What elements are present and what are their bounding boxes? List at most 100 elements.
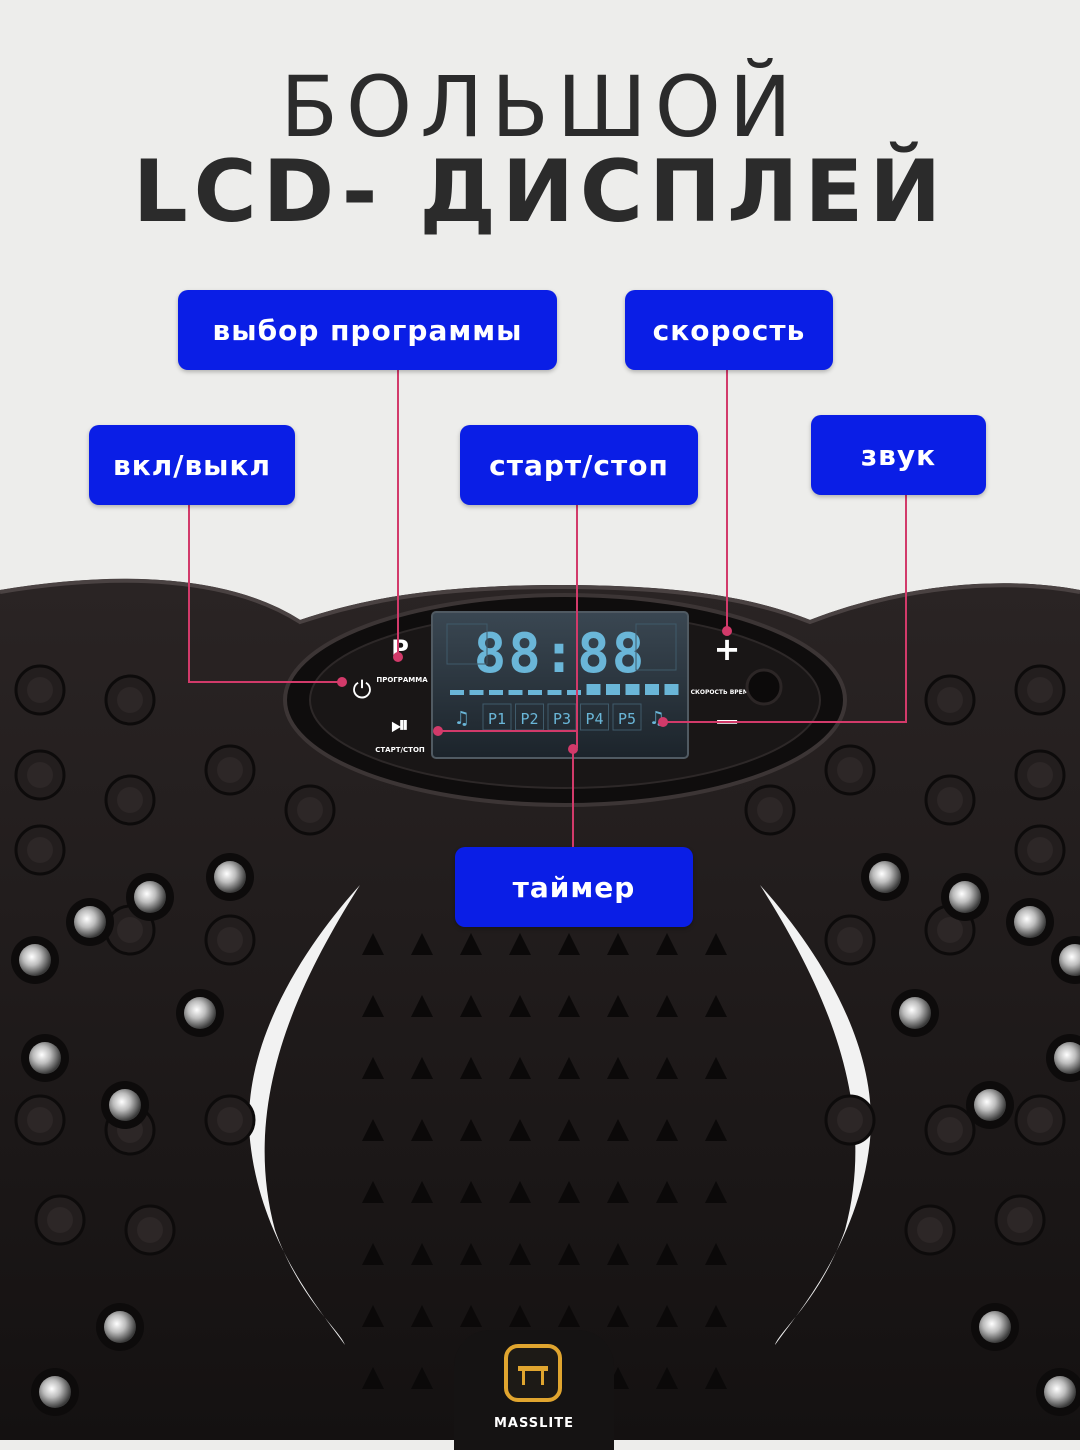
massage-stud-core bbox=[1027, 677, 1053, 703]
vibration-platform-body bbox=[0, 578, 1080, 1440]
lcd-program-p5: P5 bbox=[618, 710, 636, 728]
massage-ball bbox=[29, 1042, 61, 1074]
massage-stud-core bbox=[1007, 1207, 1033, 1233]
massage-stud-core bbox=[1027, 762, 1053, 788]
massage-stud-core bbox=[117, 917, 143, 943]
massage-ball bbox=[109, 1089, 141, 1121]
side-massage-texture bbox=[11, 664, 1080, 1416]
pyramid-bump bbox=[411, 1243, 433, 1265]
lcd-program-box bbox=[612, 703, 642, 731]
pyramid-bump bbox=[362, 1243, 384, 1265]
massage-ball bbox=[979, 1311, 1011, 1343]
pyramid-bump bbox=[607, 1243, 629, 1265]
lcd-program-p3: P3 bbox=[553, 710, 571, 728]
lcd-program-p2: P2 bbox=[520, 710, 538, 728]
platform-rim bbox=[0, 578, 1080, 625]
pyramid-bump bbox=[362, 933, 384, 955]
program-button-label: ПРОГРАММА bbox=[376, 676, 428, 684]
lcd-program-p1: P1 bbox=[488, 710, 506, 728]
massage-ball bbox=[869, 861, 901, 893]
massage-stud-core bbox=[137, 1217, 163, 1243]
pyramid-bump bbox=[362, 995, 384, 1017]
pyramid-bump bbox=[509, 1119, 531, 1141]
massage-stud-core bbox=[27, 837, 53, 863]
pyramid-bump bbox=[558, 1057, 580, 1079]
pyramid-bump bbox=[509, 1057, 531, 1079]
pyramid-bump bbox=[460, 995, 482, 1017]
massage-ball bbox=[1054, 1042, 1080, 1074]
pyramid-bump bbox=[460, 1119, 482, 1141]
pyramid-bump bbox=[362, 1305, 384, 1327]
massage-stud-core bbox=[297, 797, 323, 823]
massage-ball bbox=[214, 861, 246, 893]
pyramid-bump bbox=[362, 1057, 384, 1079]
pyramid-bump bbox=[460, 1181, 482, 1203]
massage-ball bbox=[184, 997, 216, 1029]
massage-ball bbox=[39, 1376, 71, 1408]
massage-stud-core bbox=[27, 762, 53, 788]
massage-ball bbox=[1059, 944, 1080, 976]
label-speed: скорость bbox=[625, 290, 833, 370]
pyramid-bump bbox=[705, 933, 727, 955]
pyramid-bump bbox=[607, 1057, 629, 1079]
massage-stud-core bbox=[937, 687, 963, 713]
speed-bar-segment bbox=[469, 690, 484, 695]
center-pyramid-texture bbox=[362, 933, 727, 1389]
sensor-button bbox=[745, 668, 783, 706]
massage-stud-core bbox=[937, 787, 963, 813]
pyramid-bump bbox=[705, 1181, 727, 1203]
massage-ball bbox=[19, 944, 51, 976]
start-stop-button-label: СТАРТ/СТОП bbox=[375, 746, 425, 754]
brand-logo: MASSLITE bbox=[454, 1330, 614, 1450]
speed-bar-segment bbox=[508, 690, 523, 695]
label-power: вкл/выкл bbox=[89, 425, 295, 505]
speed-bar-segment bbox=[664, 684, 679, 695]
massage-ball bbox=[1014, 906, 1046, 938]
massage-stud-core bbox=[837, 757, 863, 783]
speed-bar-segment bbox=[547, 690, 562, 695]
massage-stud-core bbox=[837, 1107, 863, 1133]
lcd-speed-bar bbox=[450, 684, 679, 695]
pyramid-bump bbox=[460, 933, 482, 955]
massage-stud-core bbox=[217, 757, 243, 783]
pyramid-bump bbox=[607, 933, 629, 955]
pyramid-bump bbox=[558, 1305, 580, 1327]
pyramid-bump bbox=[509, 1181, 531, 1203]
pyramid-bump bbox=[509, 995, 531, 1017]
massage-ball bbox=[104, 1311, 136, 1343]
speed-bar-segment bbox=[489, 690, 503, 695]
pyramid-bump bbox=[411, 1305, 433, 1327]
pyramid-bump bbox=[362, 1367, 384, 1389]
label-timer: таймер bbox=[455, 847, 693, 927]
pyramid-bump bbox=[656, 1305, 678, 1327]
title-line-2: LCD- ДИСПЛЕЙ bbox=[132, 142, 948, 242]
connector-dots bbox=[337, 626, 732, 754]
massage-stud-core bbox=[27, 677, 53, 703]
pyramid-bump bbox=[656, 1057, 678, 1079]
speed-bar-segment bbox=[586, 684, 601, 695]
massage-ball bbox=[949, 881, 981, 913]
massage-stud-core bbox=[47, 1207, 73, 1233]
lcd-program-box bbox=[580, 703, 609, 731]
lcd-note-icon-left: ♫ bbox=[454, 708, 470, 729]
lcd-mode-indicator-right bbox=[635, 623, 677, 671]
connector-lines bbox=[188, 370, 907, 850]
massage-stud-core bbox=[117, 687, 143, 713]
pyramid-bump bbox=[656, 1119, 678, 1141]
speed-bar-segment bbox=[567, 690, 581, 695]
plus-icon: + bbox=[714, 630, 741, 668]
massage-stud-core bbox=[937, 917, 963, 943]
pyramid-bump bbox=[362, 1181, 384, 1203]
speed-bar-segment bbox=[625, 684, 640, 695]
pyramid-bump bbox=[607, 1305, 629, 1327]
pyramid-bump bbox=[607, 995, 629, 1017]
play-pause-icon: ⏯ bbox=[391, 713, 409, 738]
pyramid-bump bbox=[411, 1119, 433, 1141]
pyramid-bump bbox=[509, 933, 531, 955]
massage-stud-core bbox=[27, 1107, 53, 1133]
pyramid-bump bbox=[705, 1305, 727, 1327]
pyramid-bump bbox=[411, 1367, 433, 1389]
massage-stud-core bbox=[757, 797, 783, 823]
